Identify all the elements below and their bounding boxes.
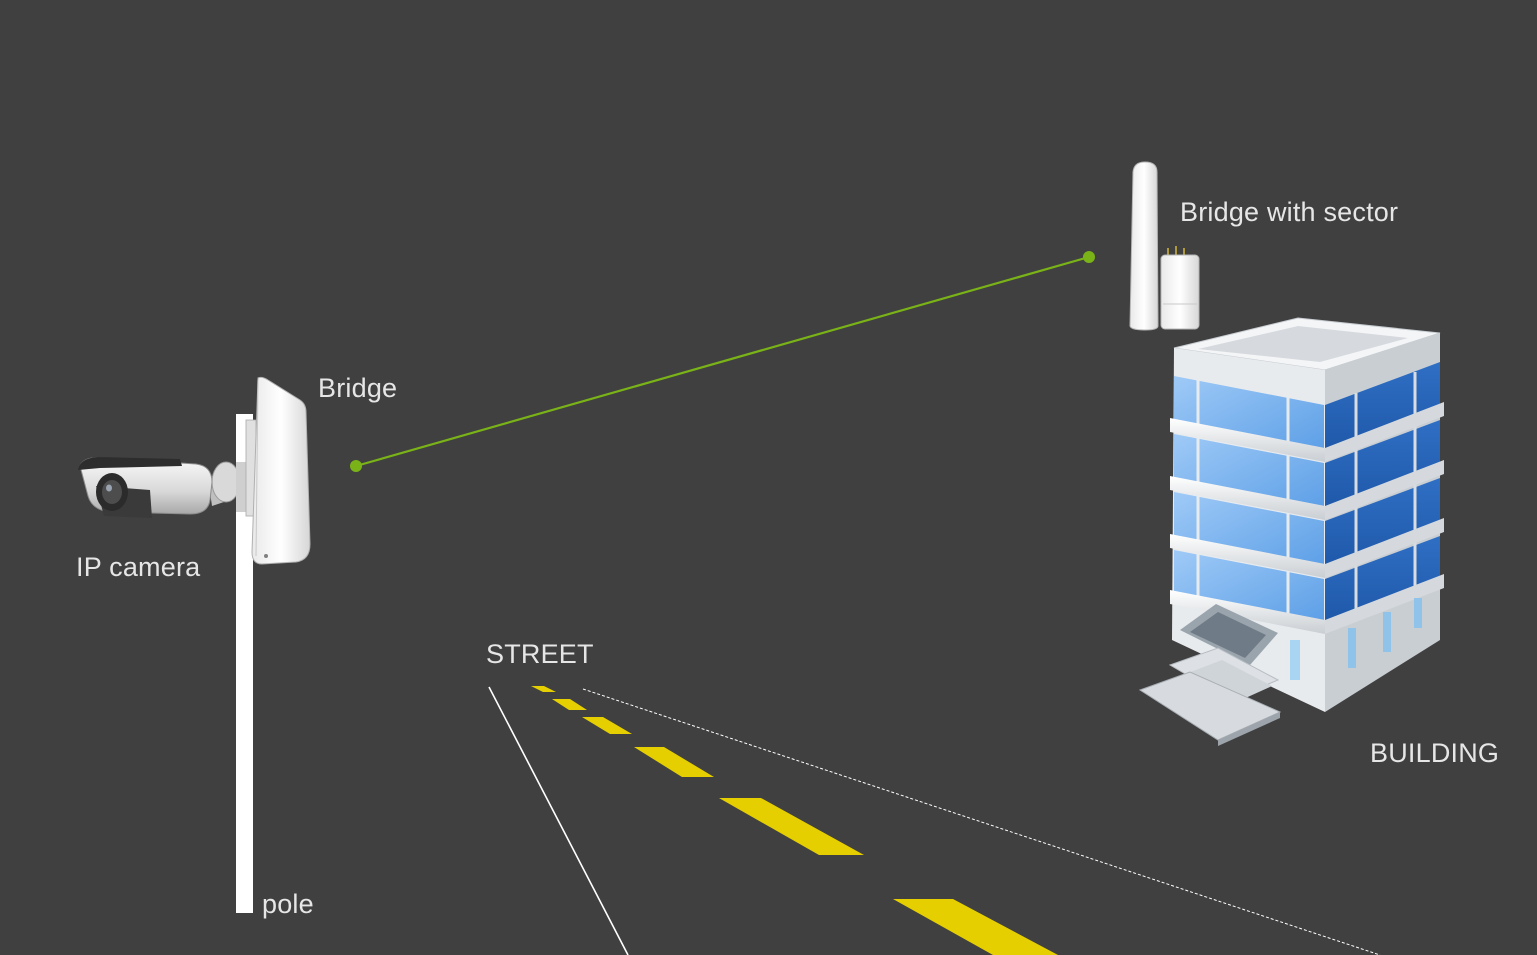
street-left-edge — [488, 686, 629, 955]
wireless-link — [350, 251, 1095, 472]
road-dash — [531, 686, 556, 692]
road-dash — [719, 798, 864, 855]
office-building-icon — [1138, 317, 1444, 746]
street-right-edge — [582, 688, 1381, 955]
link-endpoint-sector — [1083, 251, 1095, 263]
link-line — [355, 255, 1090, 468]
bridge-antenna-icon — [245, 376, 311, 565]
road-dash — [634, 747, 714, 777]
label-pole: pole — [262, 889, 314, 919]
label-ip-camera: IP camera — [76, 552, 201, 582]
label-street: STREET — [486, 639, 594, 669]
road-dash — [552, 699, 587, 710]
label-bridge-with-sector: Bridge with sector — [1180, 197, 1399, 227]
sector-antenna-icon — [1129, 161, 1200, 331]
ip-camera-icon — [78, 457, 246, 518]
label-building: BUILDING — [1370, 738, 1500, 768]
road-dash — [582, 717, 632, 734]
street — [488, 686, 1381, 955]
link-endpoint-bridge — [350, 460, 362, 472]
label-bridge: Bridge — [318, 373, 398, 403]
road-dash — [893, 899, 1058, 955]
pole — [236, 414, 253, 913]
